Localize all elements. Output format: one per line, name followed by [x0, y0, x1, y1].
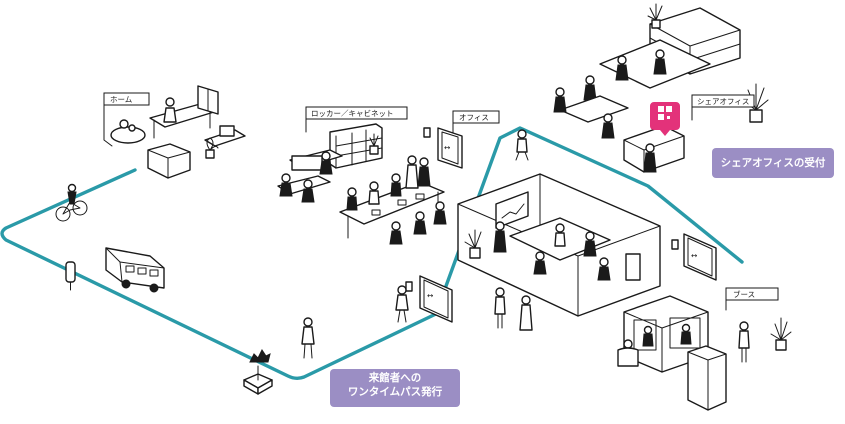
svg-text:↔: ↔	[691, 251, 697, 260]
bus-icon	[105, 247, 165, 293]
svg-text:↔: ↔	[444, 143, 450, 152]
qr-code-pin-icon	[650, 102, 680, 136]
access-route-line	[0, 126, 744, 380]
locker-label: ロッカー／キャビネット	[311, 109, 394, 118]
tree-icon	[243, 349, 273, 395]
entrance-door-icon: ↔	[405, 275, 453, 323]
share-office-reception-callout: シェアオフィスの受付	[712, 148, 834, 178]
share-office-area: シェアオフィス	[553, 3, 769, 173]
visitor-pass-line1: 来館者への	[368, 372, 422, 384]
smart-lock-icon	[65, 261, 76, 291]
home-area: ホーム	[103, 85, 246, 179]
office-area: オフィス ↔	[423, 110, 500, 169]
booth-area: ブース	[617, 287, 792, 411]
glass-meeting-room	[457, 173, 661, 317]
meeting-area	[339, 155, 447, 245]
locker-area: ロッカー／キャビネット	[277, 106, 408, 203]
bicycle-icon	[55, 183, 88, 222]
booth-label: ブース	[733, 289, 755, 299]
person-icon	[301, 129, 750, 363]
door-icon: ↔	[671, 233, 717, 281]
office-label: オフィス	[459, 113, 489, 122]
visitor-pass-callout: 来館者への ワンタイムパス発行	[330, 369, 460, 407]
home-label: ホーム	[110, 95, 132, 104]
visitor-pass-line2: ワンタイムパス発行	[347, 386, 443, 398]
share-office-label: シェアオフィス	[697, 97, 749, 106]
share-office-reception-text: シェアオフィスの受付	[720, 157, 826, 169]
svg-text:↔: ↔	[427, 291, 433, 300]
